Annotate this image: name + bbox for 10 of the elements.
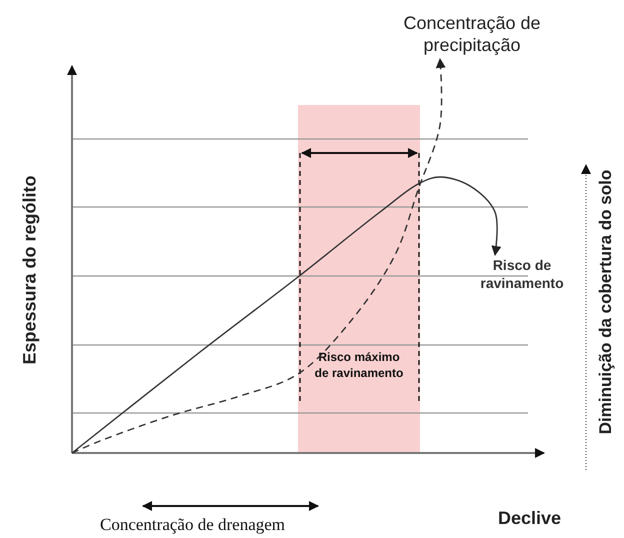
axis-title: Diminuição da cobertura do solo bbox=[596, 170, 616, 434]
axis-title: Espessura do rególito bbox=[20, 175, 40, 365]
dashed-curve-arrow bbox=[72, 58, 446, 454]
range-label: Concentração de drenagem bbox=[100, 515, 286, 535]
curve-arrow bbox=[72, 176, 502, 454]
axis-title: Declive bbox=[498, 508, 562, 529]
annotation-text: Risco de ravinamento bbox=[466, 256, 578, 294]
annotation-text: Concentração de precipitação bbox=[392, 12, 552, 58]
band-text: Risco máximo de ravinamento bbox=[314, 349, 404, 381]
risk-zone-band bbox=[298, 105, 420, 453]
